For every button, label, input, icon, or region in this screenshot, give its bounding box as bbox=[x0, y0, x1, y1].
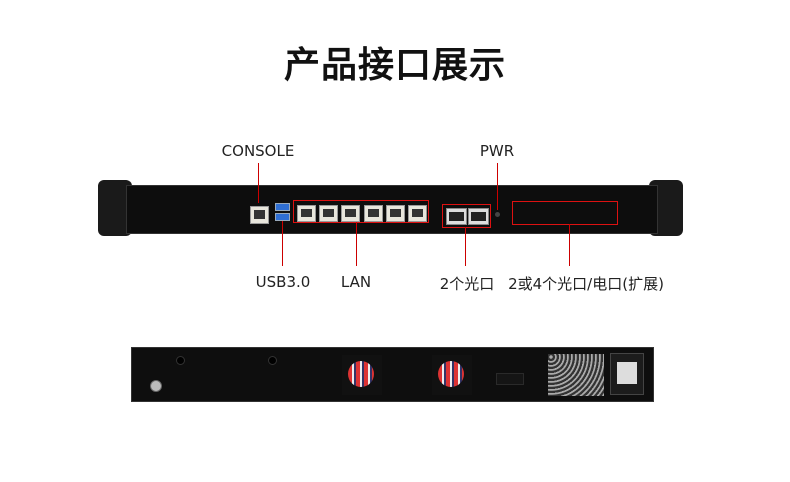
usb-port-top bbox=[275, 203, 290, 211]
sfp-port-1 bbox=[446, 208, 467, 225]
usb-pointer bbox=[282, 221, 283, 266]
sfp-port-2 bbox=[468, 208, 489, 225]
antenna-port-1 bbox=[176, 356, 185, 365]
fan-2 bbox=[432, 355, 472, 395]
power-button bbox=[495, 212, 500, 217]
antenna-port-2 bbox=[268, 356, 277, 365]
vga-port bbox=[496, 373, 524, 385]
console-pointer bbox=[258, 163, 259, 203]
fan-1 bbox=[342, 355, 382, 395]
lan-port-3 bbox=[341, 205, 360, 222]
console-port bbox=[250, 206, 269, 224]
power-socket bbox=[610, 353, 644, 395]
lan-port-4 bbox=[364, 205, 383, 222]
console-label: CONSOLE bbox=[221, 142, 295, 160]
lan-label: LAN bbox=[340, 273, 372, 291]
expansion-highlight-box bbox=[512, 201, 618, 225]
pwr-pointer bbox=[497, 163, 498, 210]
psu-vent bbox=[548, 354, 604, 396]
lan-port-6 bbox=[408, 205, 427, 222]
usb-port-bottom bbox=[275, 213, 290, 221]
lan-port-1 bbox=[297, 205, 316, 222]
expansion-pointer bbox=[569, 224, 570, 266]
sfp-label: 2个光口 bbox=[439, 275, 495, 293]
lan-port-2 bbox=[319, 205, 338, 222]
usb-label: USB3.0 bbox=[255, 273, 311, 291]
page-title: 产品接口展示 bbox=[283, 45, 506, 86]
expansion-label: 2或4个光口/电口(扩展) bbox=[508, 275, 664, 293]
pwr-label: PWR bbox=[479, 142, 515, 160]
sfp-pointer bbox=[465, 227, 466, 266]
power-socket-insert bbox=[617, 362, 637, 384]
lan-pointer bbox=[356, 222, 357, 266]
lan-port-5 bbox=[386, 205, 405, 222]
sfp-highlight-box bbox=[442, 204, 491, 228]
ground-screw bbox=[150, 380, 162, 392]
lan-highlight-box bbox=[293, 200, 429, 223]
